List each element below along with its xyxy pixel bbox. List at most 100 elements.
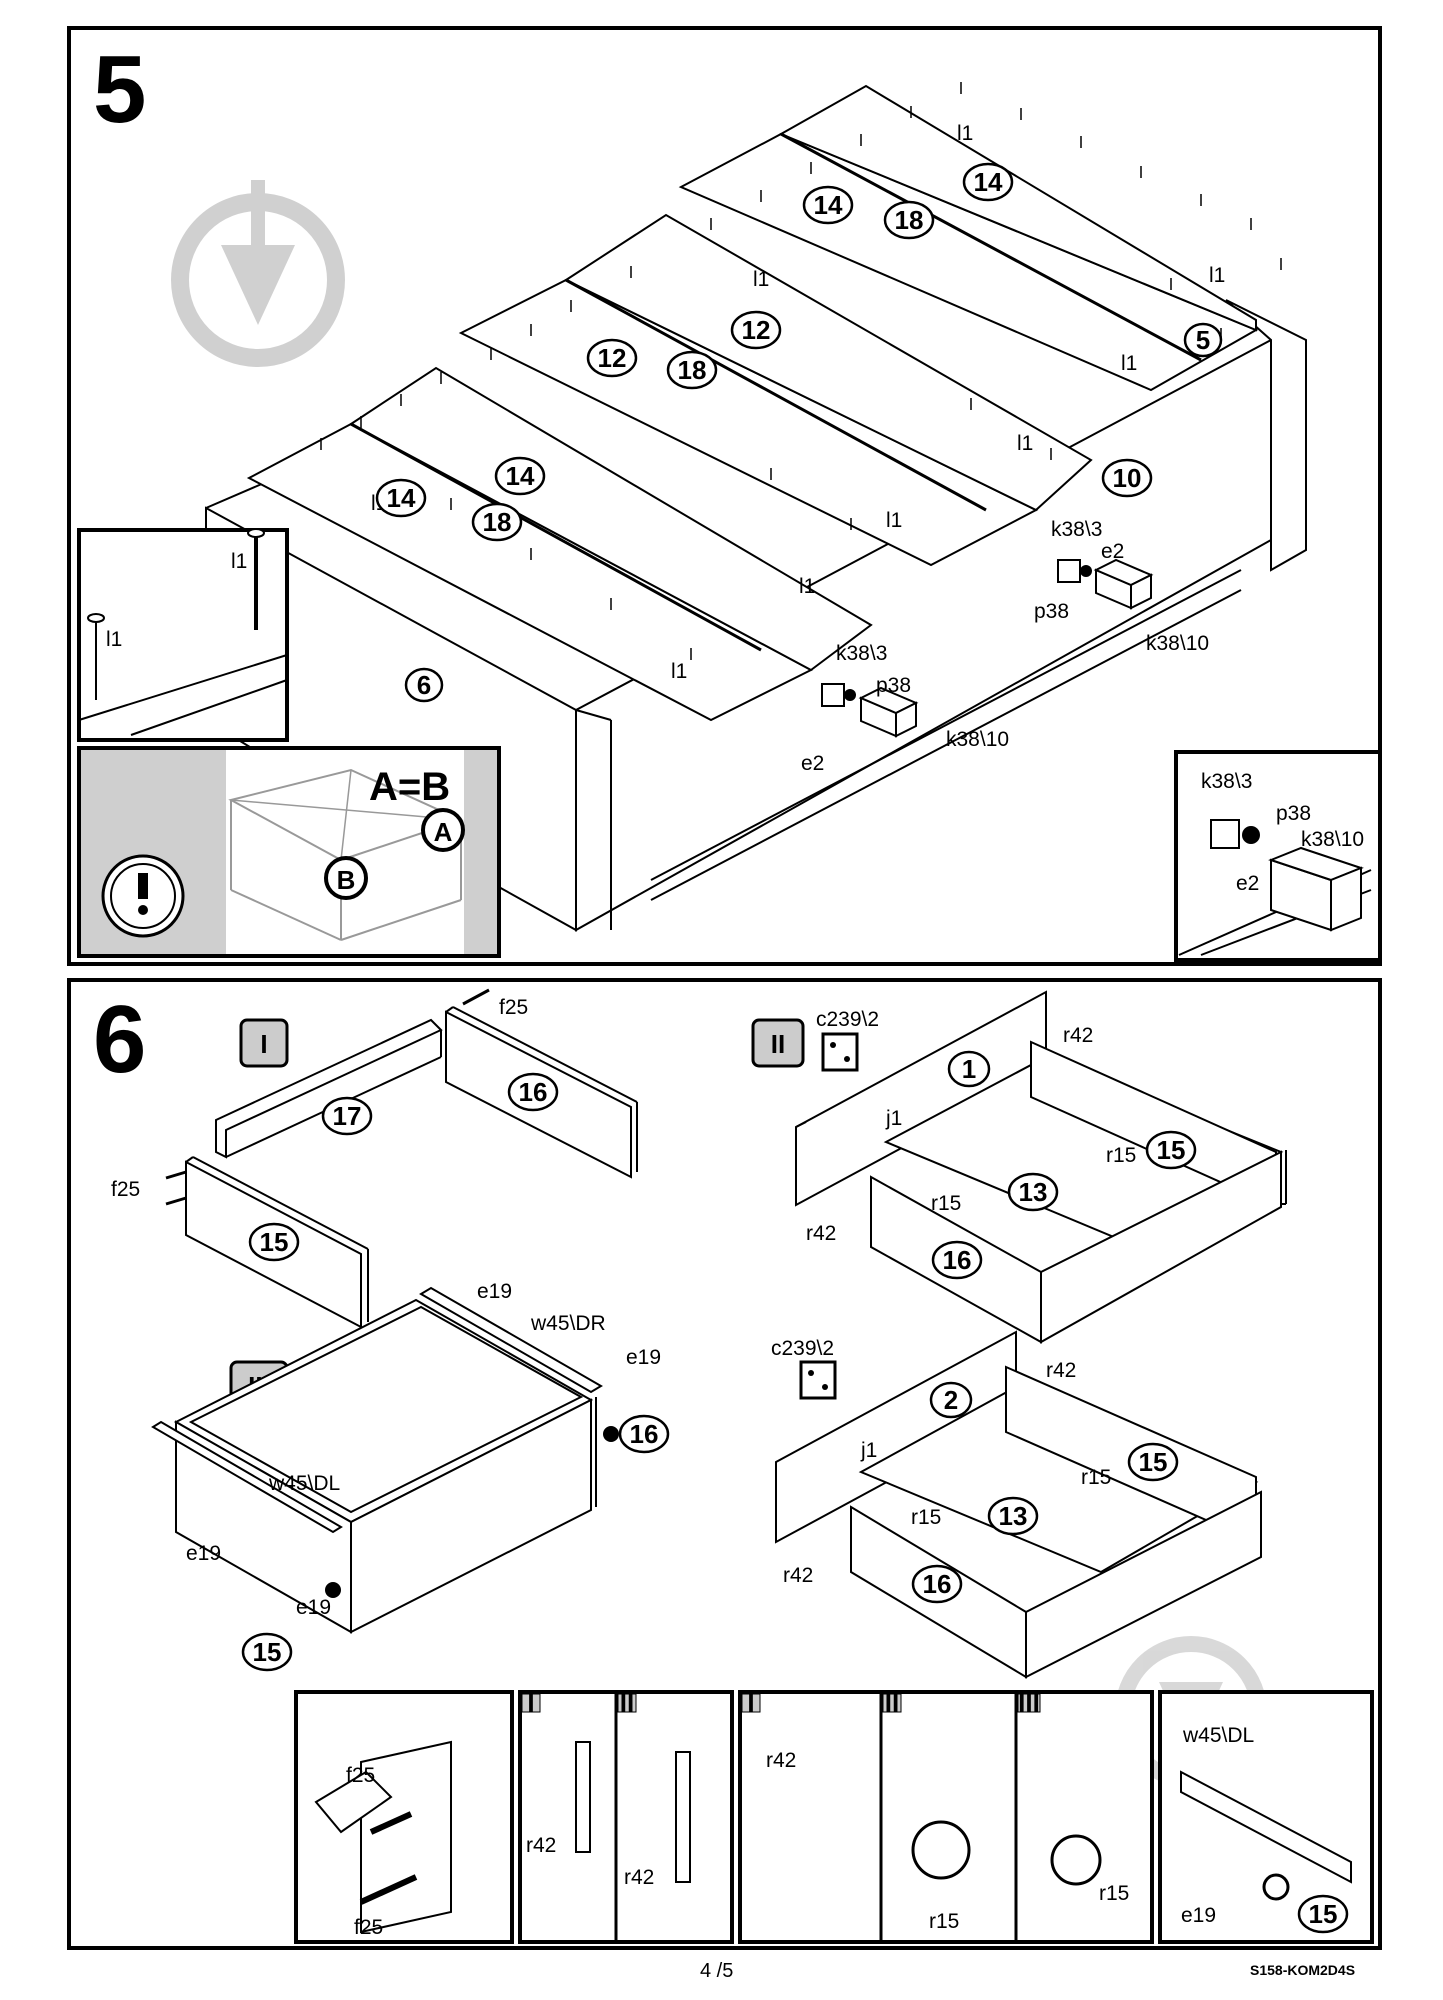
r15-label: r15 (911, 1506, 941, 1529)
part-callout-18: 18 (883, 200, 935, 240)
step-5-number: 5 (93, 36, 147, 143)
detail-box-runner: w45\DL e19 15 (1158, 1690, 1374, 1944)
svg-text:5: 5 (1196, 325, 1210, 355)
watermark-icon (171, 180, 345, 367)
svg-text:10: 10 (1113, 463, 1142, 493)
letter-a: A (434, 817, 453, 847)
connector-detail-inset: k38\3 p38 k38\10 e2 (1174, 750, 1378, 962)
svg-text:16: 16 (519, 1077, 548, 1107)
k38-10-label: k38\10 (946, 728, 1009, 751)
r42-label: r42 (1063, 1024, 1093, 1047)
f25-label: f25 (111, 1178, 140, 1201)
detail-tag: I (747, 1688, 754, 1718)
part-callout-6: 6 (404, 667, 444, 703)
svg-text:15: 15 (260, 1227, 289, 1257)
warning-icon (101, 854, 185, 938)
e19-label: e19 (296, 1596, 331, 1619)
c239-label: c239\2 (771, 1337, 834, 1360)
k38-3-label: k38\3 (836, 642, 887, 665)
svg-text:14: 14 (974, 167, 1003, 197)
step-5-panel: 5 (67, 26, 1382, 966)
drawer-with-runners (151, 1286, 619, 1634)
nails-row (320, 82, 1282, 660)
drawer-assembly-front-1 (795, 990, 1287, 1344)
svg-text:6: 6 (417, 670, 431, 700)
e2-label: e2 (1236, 872, 1259, 895)
part-callout-5: 5 (1183, 322, 1223, 358)
r42-label: r42 (624, 1866, 654, 1889)
r15-label: r15 (929, 1910, 959, 1933)
svg-text:13: 13 (999, 1501, 1028, 1531)
part-callout-13: 13 (987, 1496, 1039, 1536)
detail-tag: II (620, 1688, 634, 1718)
connector-fitting-upper (1057, 558, 1154, 610)
w45dl-label: w45\DL (268, 1472, 340, 1495)
step-5-diagram: l1 l1 l1 l1 l1 l1 l1 l1 l1 l1 l1 14 14 1… (77, 82, 1378, 962)
nail-detail-inset: l1 l1 (77, 528, 289, 742)
k38-10-label: k38\10 (1146, 632, 1209, 655)
w45dr-label: w45\DR (530, 1312, 606, 1335)
r15-label: r15 (1081, 1466, 1111, 1489)
part-callout-15: 15 (241, 1632, 293, 1672)
connector-fitting-lower (821, 683, 919, 738)
part-callout-14: 14 (375, 478, 427, 518)
svg-text:14: 14 (814, 190, 843, 220)
nail-label: l1 (753, 268, 769, 291)
diagonal-check-inset: A=B A B (77, 746, 501, 958)
j1-label: j1 (860, 1439, 877, 1462)
step-6-diagram: I II III f25 f25 17 (111, 988, 1374, 1944)
svg-text:I: I (260, 1029, 267, 1059)
detail-tag: I (527, 1688, 534, 1718)
part-callout-2: 2 (929, 1381, 973, 1419)
svg-text:18: 18 (895, 205, 924, 235)
part-callout-14: 14 (494, 456, 546, 496)
svg-text:17: 17 (333, 1101, 362, 1131)
svg-text:15: 15 (1309, 1899, 1338, 1929)
detail-box-r15: I II III r42 r15 r15 (738, 1688, 1154, 1944)
r42-label: r42 (806, 1222, 836, 1245)
detail-box-f25: f25 f25 (294, 1690, 514, 1944)
r42-label: r42 (783, 1564, 813, 1587)
nail-label: l1 (671, 660, 687, 683)
p38-label: p38 (876, 674, 911, 697)
f25-label: f25 (499, 996, 528, 1019)
e19-label: e19 (477, 1280, 512, 1303)
nail-label: l1 (106, 628, 122, 651)
nail-label: l1 (799, 575, 815, 598)
nail-label: l1 (957, 122, 973, 145)
e19-label: e19 (186, 1542, 221, 1565)
e2-label: e2 (801, 752, 824, 775)
part-callout-12: 12 (586, 338, 638, 378)
e19-label: e19 (626, 1346, 661, 1369)
part-callout-16: 16 (911, 1564, 963, 1604)
part-callout-15: 15 (1297, 1894, 1349, 1934)
nail-label: l1 (1209, 264, 1225, 287)
document-code: S158-KOM2D4S (1250, 1962, 1356, 1978)
svg-text:14: 14 (506, 461, 535, 491)
k38-3-label: k38\3 (1201, 770, 1252, 793)
w45dl-label: w45\DL (1182, 1724, 1254, 1747)
e19-label: e19 (1181, 1904, 1216, 1927)
j1-label: j1 (885, 1107, 902, 1130)
svg-text:1: 1 (962, 1054, 976, 1084)
svg-text:16: 16 (630, 1419, 659, 1449)
substep-badge-2: II (751, 1018, 805, 1068)
svg-text:12: 12 (598, 343, 627, 373)
c239-label: c239\2 (816, 1008, 879, 1031)
part-callout-16: 16 (618, 1414, 670, 1454)
page-number: 4 /5 (700, 1960, 734, 1982)
part-callout-15: 15 (1127, 1442, 1179, 1482)
nail-label: l1 (1121, 352, 1137, 375)
connector-plate-icon (799, 1360, 837, 1400)
part-callout-10: 10 (1101, 458, 1153, 498)
part-callout-15: 15 (1145, 1130, 1197, 1170)
svg-text:18: 18 (483, 507, 512, 537)
part-callout-15: 15 (248, 1222, 300, 1262)
part-callout-17: 17 (321, 1096, 373, 1136)
part-callout-1: 1 (947, 1050, 991, 1088)
r15-label: r15 (931, 1192, 961, 1215)
svg-text:15: 15 (1139, 1447, 1168, 1477)
svg-text:12: 12 (742, 315, 771, 345)
part-callout-16: 16 (931, 1240, 983, 1280)
svg-text:18: 18 (678, 355, 707, 385)
